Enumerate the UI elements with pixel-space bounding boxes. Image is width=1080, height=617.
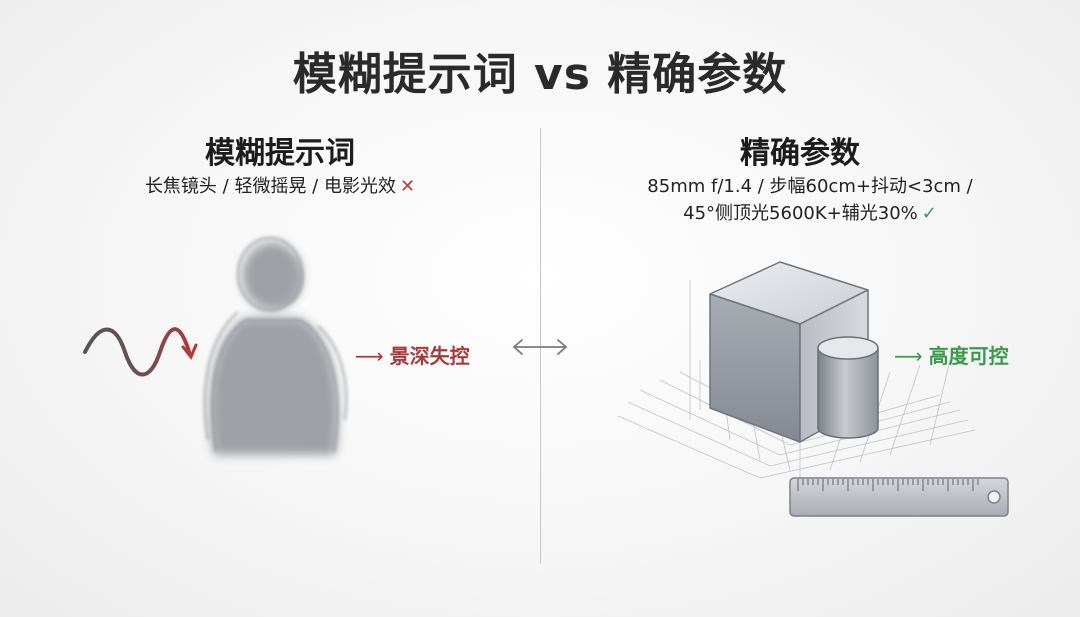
right-description-block: 85mm f/1.4 / 步幅60cm+抖动<3cm / 45°侧顶光5600K… bbox=[560, 173, 1060, 227]
right-callout: ⟶高度可控 bbox=[894, 340, 1009, 369]
right-callout-text: 高度可控 bbox=[928, 344, 1009, 368]
cylinder-icon bbox=[817, 336, 879, 439]
right-description-line2: 45°侧顶光5600K+辅光30% bbox=[683, 203, 918, 224]
main-title: 模糊提示词 vs 精确参数 bbox=[292, 49, 788, 100]
left-callout: ⟶景深失控 bbox=[355, 340, 470, 369]
right-description-line1: 85mm f/1.4 / 步幅60cm+抖动<3cm / bbox=[647, 176, 973, 197]
wave-icon bbox=[83, 327, 198, 377]
left-description-row: 长焦镜头 / 轻微摇晃 / 电影光效✕ bbox=[80, 173, 480, 200]
left-callout-text: 景深失控 bbox=[389, 344, 470, 368]
right-description-line2-row: 45°侧顶光5600K+辅光30%✓ bbox=[560, 200, 1060, 227]
double-arrow-icon bbox=[512, 339, 568, 355]
right-arrow-icon: ⟶ bbox=[894, 344, 923, 368]
cross-icon: ✕ bbox=[399, 176, 416, 197]
ruler-icon bbox=[789, 477, 1009, 517]
right-heading: 精确参数 bbox=[740, 136, 860, 171]
left-description: 长焦镜头 / 轻微摇晃 / 电影光效 bbox=[144, 176, 396, 197]
center-divider bbox=[540, 128, 541, 564]
check-icon: ✓ bbox=[921, 203, 937, 224]
blurred-figure-icon bbox=[203, 237, 348, 455]
right-arrow-icon: ⟶ bbox=[355, 344, 384, 368]
left-heading: 模糊提示词 bbox=[205, 136, 355, 171]
cube-icon bbox=[709, 261, 869, 443]
